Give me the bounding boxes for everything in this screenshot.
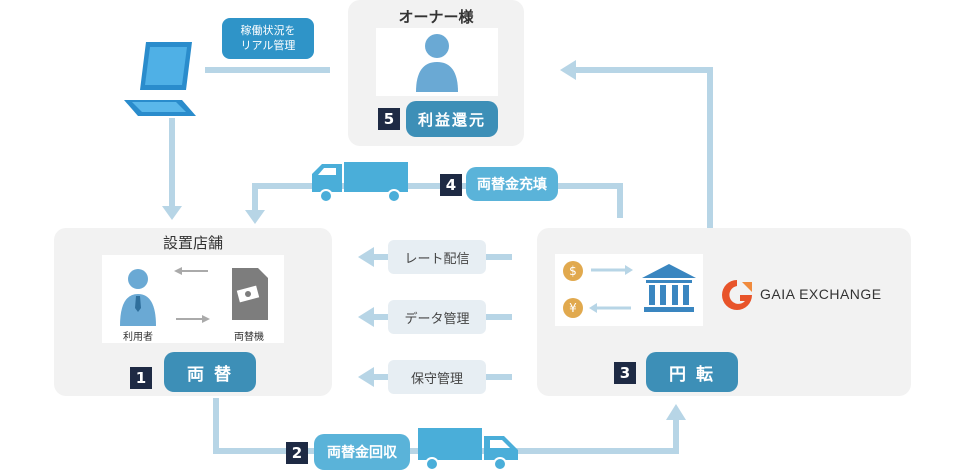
arrowhead-owner [560,60,576,80]
arrowhead-service-1 [358,247,374,267]
exchange-machine-icon [232,268,268,320]
dollar-coin-icon: $ [563,261,583,281]
bank-icon [642,264,696,312]
gaia-logo-icon [722,280,752,310]
arrowhead-refill [245,210,265,224]
owner-person-icon [416,34,458,92]
collect-step-number: 2 [286,442,308,464]
computer-icon [124,42,196,116]
arrowhead-exchange-bottom [666,404,686,420]
service-maintenance-label: 保守管理 [388,360,486,394]
store-inner-arrows [174,267,210,323]
refill-line [252,183,623,218]
owner-step-number: 5 [378,108,400,130]
store-title: 設置店舗 [162,234,223,252]
machine-label: 両替機 [234,332,264,343]
owner-title: オーナー様 [398,8,474,26]
collect-truck-icon [418,428,518,471]
arrowhead-service-3 [358,367,374,387]
store-step-number: 1 [130,367,152,389]
service-data-label: データ管理 [388,300,486,334]
user-person-icon [120,269,156,326]
arrowhead-service-2 [358,307,374,327]
yen-coin-icon: ¥ [563,298,583,318]
svg-text:$: $ [569,264,577,278]
owner-step-label: 利益還元 [406,101,498,137]
user-label: 利用者 [123,332,153,343]
store-step-label: 両 替 [164,352,256,392]
exchange-step-label: 円 転 [646,352,738,392]
exchange-step-number: 3 [614,362,636,384]
monitor-bubble-line2: リアル管理 [240,39,296,52]
refill-truck-icon [312,162,408,203]
collect-step-label: 両替金回収 [314,434,410,470]
svg-text:¥: ¥ [569,301,577,315]
refill-step-number: 4 [440,174,462,196]
exchange-to-owner-line [575,67,713,228]
gaia-logo-text: GAIA EXCHANGE [760,286,882,302]
service-rate-label: レート配信 [388,240,486,274]
monitor-bubble-line1: 稼働状況を [240,24,296,37]
monitor-bubble: 稼働状況を リアル管理 [222,18,314,59]
coin-arrows [589,265,633,313]
refill-step-label: 両替金充填 [466,167,558,201]
arrowhead-store-top [162,206,182,220]
